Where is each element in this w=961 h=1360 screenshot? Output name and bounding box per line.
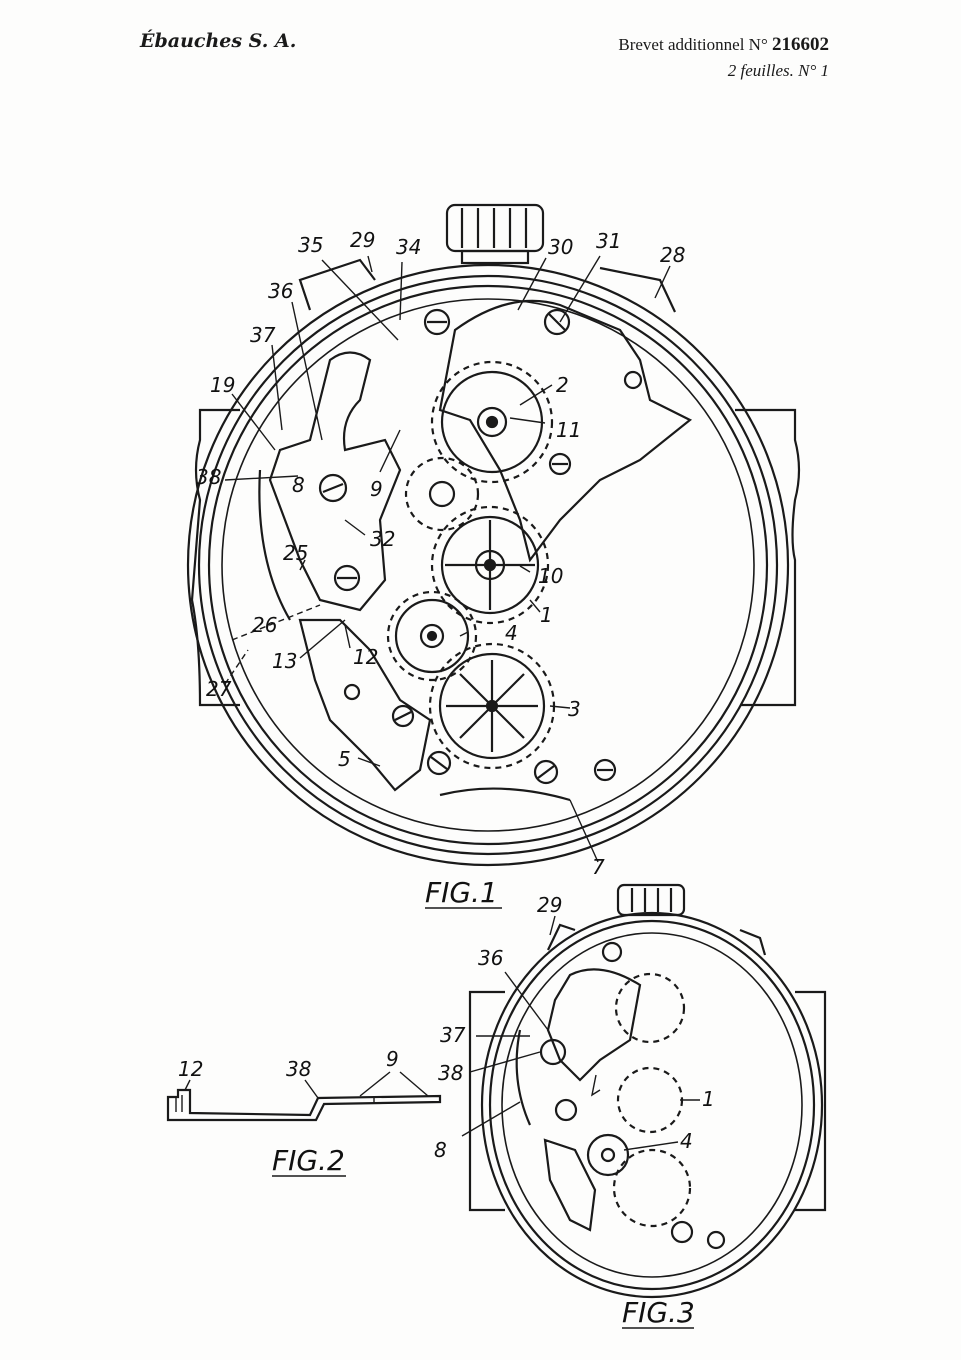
fig1-pusher-29 — [298, 258, 376, 311]
fig2-reference-numerals: 12 38 9 FIG.2 — [178, 1047, 399, 1177]
fig3-spring — [515, 1029, 532, 1126]
fig1-bridge — [438, 299, 693, 563]
fig3-screw — [706, 1230, 726, 1250]
fig2-leaders — [184, 1071, 429, 1099]
applicant-name: Ébauches S. A. — [140, 30, 297, 52]
fig3-label-4: 4 — [680, 1129, 693, 1153]
fig1-label-12: 12 — [353, 645, 378, 669]
fig1-left-lug — [190, 408, 240, 707]
fig1-label-4: 4 — [505, 621, 518, 645]
fig3-label-37: 37 — [440, 1023, 466, 1047]
fig2-label-9: 9 — [386, 1047, 399, 1071]
fig3-caption: FIG.3 — [622, 1296, 695, 1329]
fig1-label-29: 29 — [350, 228, 375, 252]
fig1-label-1: 1 — [540, 603, 553, 627]
fig1-label-13: 13 — [272, 649, 297, 673]
sheet-info: 2 feuilles. N° 1 — [727, 61, 829, 80]
fig1-watch-movement — [186, 203, 801, 867]
fig1-label-10: 10 — [538, 564, 563, 588]
fig1-label-37: 37 — [250, 323, 276, 347]
fig2-lever-side-view — [166, 1088, 442, 1122]
fig3-screw — [539, 1038, 567, 1066]
fig1-label-34: 34 — [396, 235, 421, 259]
patent-number-line: Brevet additionnel N° 216602 — [618, 32, 829, 58]
fig3-pusher-28 — [739, 928, 767, 956]
fig3-lever-8 — [546, 968, 642, 1082]
fig1-label-7: 7 — [592, 855, 605, 879]
fig1-label-5: 5 — [338, 747, 351, 771]
fig1-reference-numerals: 29 35 34 30 31 28 36 37 19 38 2 11 8 9 3… — [196, 228, 685, 909]
fig3-label-36: 36 — [478, 946, 503, 970]
fig1-screws — [318, 308, 643, 785]
fig1-label-31: 31 — [596, 229, 621, 253]
fig1-label-27: 27 — [206, 677, 232, 701]
fig3-screw — [670, 1220, 694, 1244]
fig1-label-36: 36 — [268, 279, 293, 303]
fig3-movement-edge — [501, 932, 803, 1278]
fig3-leaders — [461, 915, 700, 1151]
fig3-left-lug — [468, 990, 505, 1212]
fig3-lever-lower — [543, 1138, 597, 1232]
fig1-spring-7 — [439, 787, 571, 802]
fig1-right-lug — [735, 408, 801, 707]
fig3-label-29: 29 — [537, 893, 562, 917]
fig1-lever-5 — [298, 618, 432, 792]
fig3-arrow — [590, 1074, 601, 1097]
fig1-leaders — [224, 255, 671, 863]
fig2-lever-profile — [166, 1088, 442, 1122]
patent-number: 216602 — [772, 34, 829, 55]
fig1-label-2: 2 — [556, 373, 569, 397]
fig1-label-9: 9 — [370, 477, 383, 501]
fig1-case-ring — [197, 274, 779, 856]
fig1-label-25: 25 — [283, 541, 308, 565]
fig1-movement-edge — [221, 298, 755, 832]
fig1-spring-25 — [258, 469, 291, 621]
fig1-label-38: 38 — [196, 465, 221, 489]
fig3-pusher-29 — [547, 923, 576, 951]
fig3-label-1: 1 — [702, 1087, 715, 1111]
fig3-crown — [616, 883, 686, 917]
fig3-label-38: 38 — [438, 1061, 463, 1085]
fig1-wheel-1 — [430, 505, 550, 625]
fig2-label-12: 12 — [178, 1057, 203, 1081]
fig1-wheel-center — [404, 456, 480, 532]
fig1-case-outer — [186, 263, 790, 867]
fig2-label-38: 38 — [286, 1057, 311, 1081]
fig1-lever-8 — [268, 351, 402, 612]
fig1-crown — [445, 203, 545, 265]
patent-header: Brevet additionnel N° 216602 2 feuilles.… — [618, 32, 829, 84]
fig1-label-32: 32 — [370, 527, 395, 551]
fig1-case-inner — [207, 284, 769, 846]
fig1-caption: FIG.1 — [425, 876, 498, 909]
fig3-wheel-1 — [616, 1066, 684, 1134]
fig1-label-30: 30 — [548, 235, 573, 259]
fig3-watch-movement — [468, 883, 827, 1299]
fig3-screw — [601, 941, 623, 963]
fig1-wheel-4 — [386, 590, 478, 682]
fig1-label-28: 28 — [660, 243, 685, 267]
fig1-label-19: 19 — [210, 373, 235, 397]
fig3-right-lug — [795, 990, 827, 1212]
fig1-label-35: 35 — [298, 233, 323, 257]
patent-prefix: Brevet additionnel N° — [618, 35, 768, 54]
fig3-label-8: 8 — [434, 1138, 447, 1162]
fig1-label-8: 8 — [292, 473, 305, 497]
fig3-wheel-4 — [586, 1133, 630, 1177]
fig1-wheel-3 — [428, 642, 556, 770]
fig3-case-ring — [488, 919, 816, 1291]
fig3-reference-numerals: 29 36 37 38 1 8 4 FIG.3 — [434, 893, 715, 1329]
fig2-caption: FIG.2 — [272, 1144, 345, 1177]
fig1-label-11: 11 — [556, 418, 581, 442]
fig3-case-outer — [480, 911, 824, 1299]
fig1-label-3: 3 — [568, 697, 581, 721]
fig1-pusher-28 — [599, 266, 676, 313]
fig1-label-26: 26 — [252, 613, 277, 637]
fig3-screw — [554, 1098, 578, 1122]
fig3-wheel-upper — [614, 972, 686, 1044]
fig3-wheel-lower — [612, 1148, 692, 1228]
